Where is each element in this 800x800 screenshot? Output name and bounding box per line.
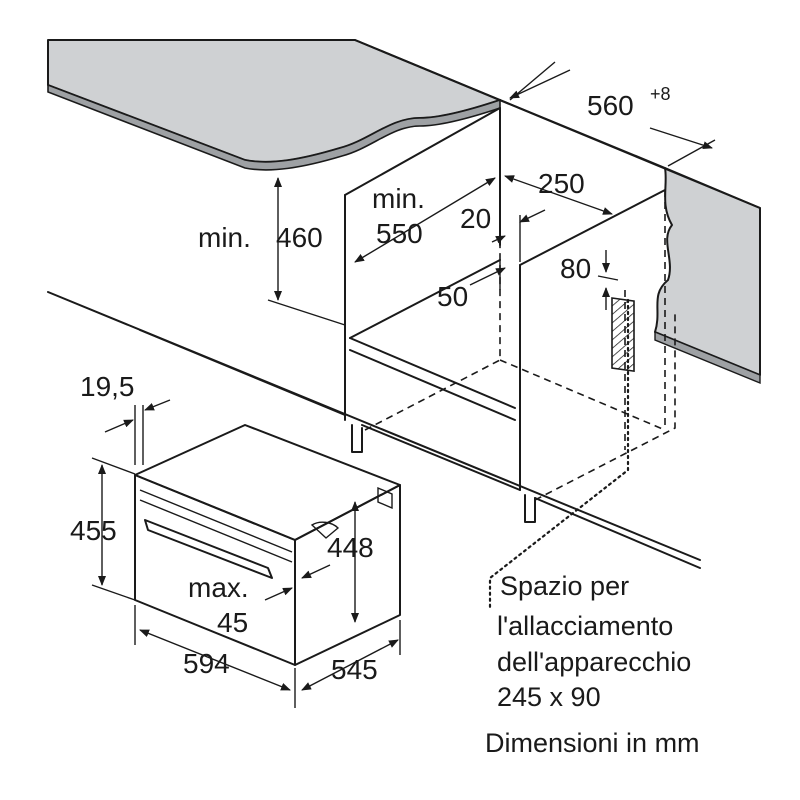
max-depth-prefix: max. [188,572,249,603]
front-offset-label: 19,5 [80,371,135,402]
inner-height-label: 448 [327,532,374,563]
notes: Spazio per l'allacciamento dell'apparecc… [485,571,700,758]
connection-note-line3: dell'apparecchio [497,647,691,677]
connection-note-line2: l'allacciamento [497,611,673,641]
appliance [134,424,401,666]
gap-side-label: 50 [437,281,468,312]
min-height-prefix: min. [198,222,251,253]
connection-note-line4: 245 x 90 [497,682,601,712]
ventilation-opening [611,297,635,373]
appliance-height-label: 455 [70,515,117,546]
dimension-labels: 560 +8 min. 460 min. 550 250 20 50 80 19… [70,84,671,685]
units-note: Dimensioni in mm [485,728,700,758]
appliance-width-label: 594 [183,648,230,679]
worktop-right [654,167,761,376]
min-depth-prefix: min. [372,183,425,214]
worktop-slab [47,39,501,163]
min-height-value: 460 [276,222,323,253]
vent-depth-label: 250 [538,168,585,199]
appliance-depth-label: 545 [331,654,378,685]
max-depth-value: 45 [217,607,248,638]
cabinet [47,39,761,612]
gap-top-label: 20 [460,203,491,234]
niche-width-tolerance: +8 [650,84,671,104]
min-depth-value: 550 [376,218,423,249]
connection-note-line1: Spazio per [500,571,629,601]
dimension-lines [91,61,716,708]
worktop-right-edge [654,330,761,385]
vent-height-label: 80 [560,253,591,284]
niche-width-label: 560 [587,90,634,121]
